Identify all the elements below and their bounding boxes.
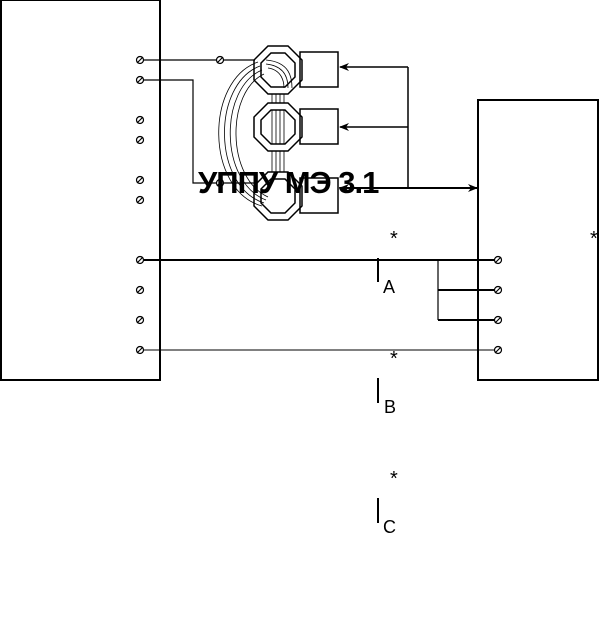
current-i-c-bar xyxy=(377,498,379,523)
current-label-c: C xyxy=(383,517,396,537)
current-i-a-bar xyxy=(377,258,379,282)
current-label-b: B xyxy=(384,397,396,417)
signal-bus xyxy=(339,63,478,192)
polarity-mark-b: * xyxy=(390,348,398,370)
current-i-b-bar xyxy=(377,378,379,403)
device-title: УППУ МЭ 3.1 xyxy=(198,165,379,200)
polarity-mark-c: * xyxy=(390,468,398,490)
left-device-box xyxy=(0,0,161,381)
current-transformers xyxy=(218,45,339,221)
left-terminals xyxy=(135,55,145,355)
right-terminals xyxy=(493,255,503,355)
current-label-a: A xyxy=(383,277,395,297)
phase-lines xyxy=(144,259,496,351)
polarity-mark-right: * xyxy=(590,228,598,250)
polarity-mark-a: * xyxy=(390,228,398,250)
right-device-box xyxy=(477,99,599,381)
